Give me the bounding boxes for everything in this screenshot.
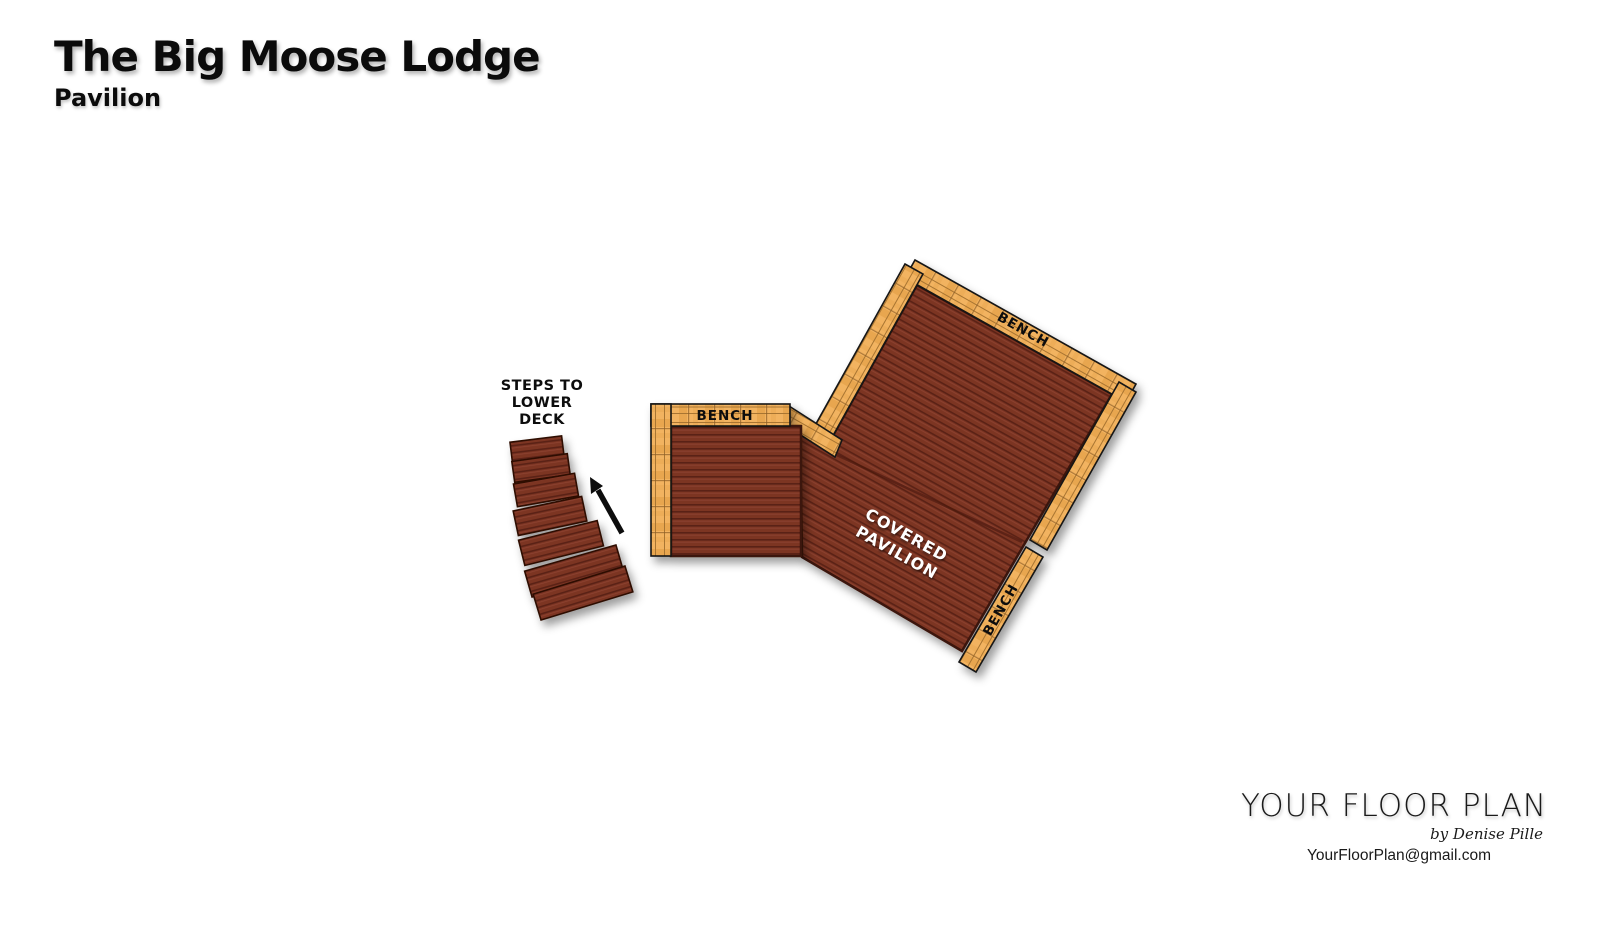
pavilion-top-bench [903, 258, 1138, 404]
deck-seam [823, 447, 1023, 544]
brand-email: YourFloorPlan@gmail.com [1306, 847, 1491, 864]
stair-step [512, 472, 580, 508]
header: The Big Moose Lodge Pavilion [54, 32, 541, 113]
branding-block: YOUR FLOOR PLAN by Denise Pille YourFloo… [1227, 788, 1547, 865]
left-deck-surface [669, 424, 803, 558]
pavilion-right-bench-upper [1028, 380, 1138, 552]
brand-byline: by Denise Pille [1430, 825, 1543, 843]
steps-label-line1: STEPS TO [501, 378, 584, 394]
page-subtitle: Pavilion [54, 84, 162, 112]
stair-step [512, 495, 588, 537]
stair-step [517, 519, 605, 567]
up-arrow-icon [590, 477, 625, 535]
left-deck-bench-label: BENCH [696, 408, 753, 424]
pavilion-surface [798, 283, 1114, 653]
stair-step [532, 565, 634, 621]
steps-label-line2: LOWER [512, 395, 573, 411]
brand-logo: YOUR FLOOR PLAN [1241, 788, 1547, 824]
left-deck [650, 403, 803, 558]
pavilion-right-bench-lower [957, 545, 1045, 674]
page-title: The Big Moose Lodge [54, 32, 541, 81]
stairs-to-lower-deck [509, 435, 634, 621]
pavilion-deck [781, 258, 1138, 674]
steps-label-line3: DECK [519, 412, 565, 428]
left-deck-side-bench [650, 403, 672, 557]
